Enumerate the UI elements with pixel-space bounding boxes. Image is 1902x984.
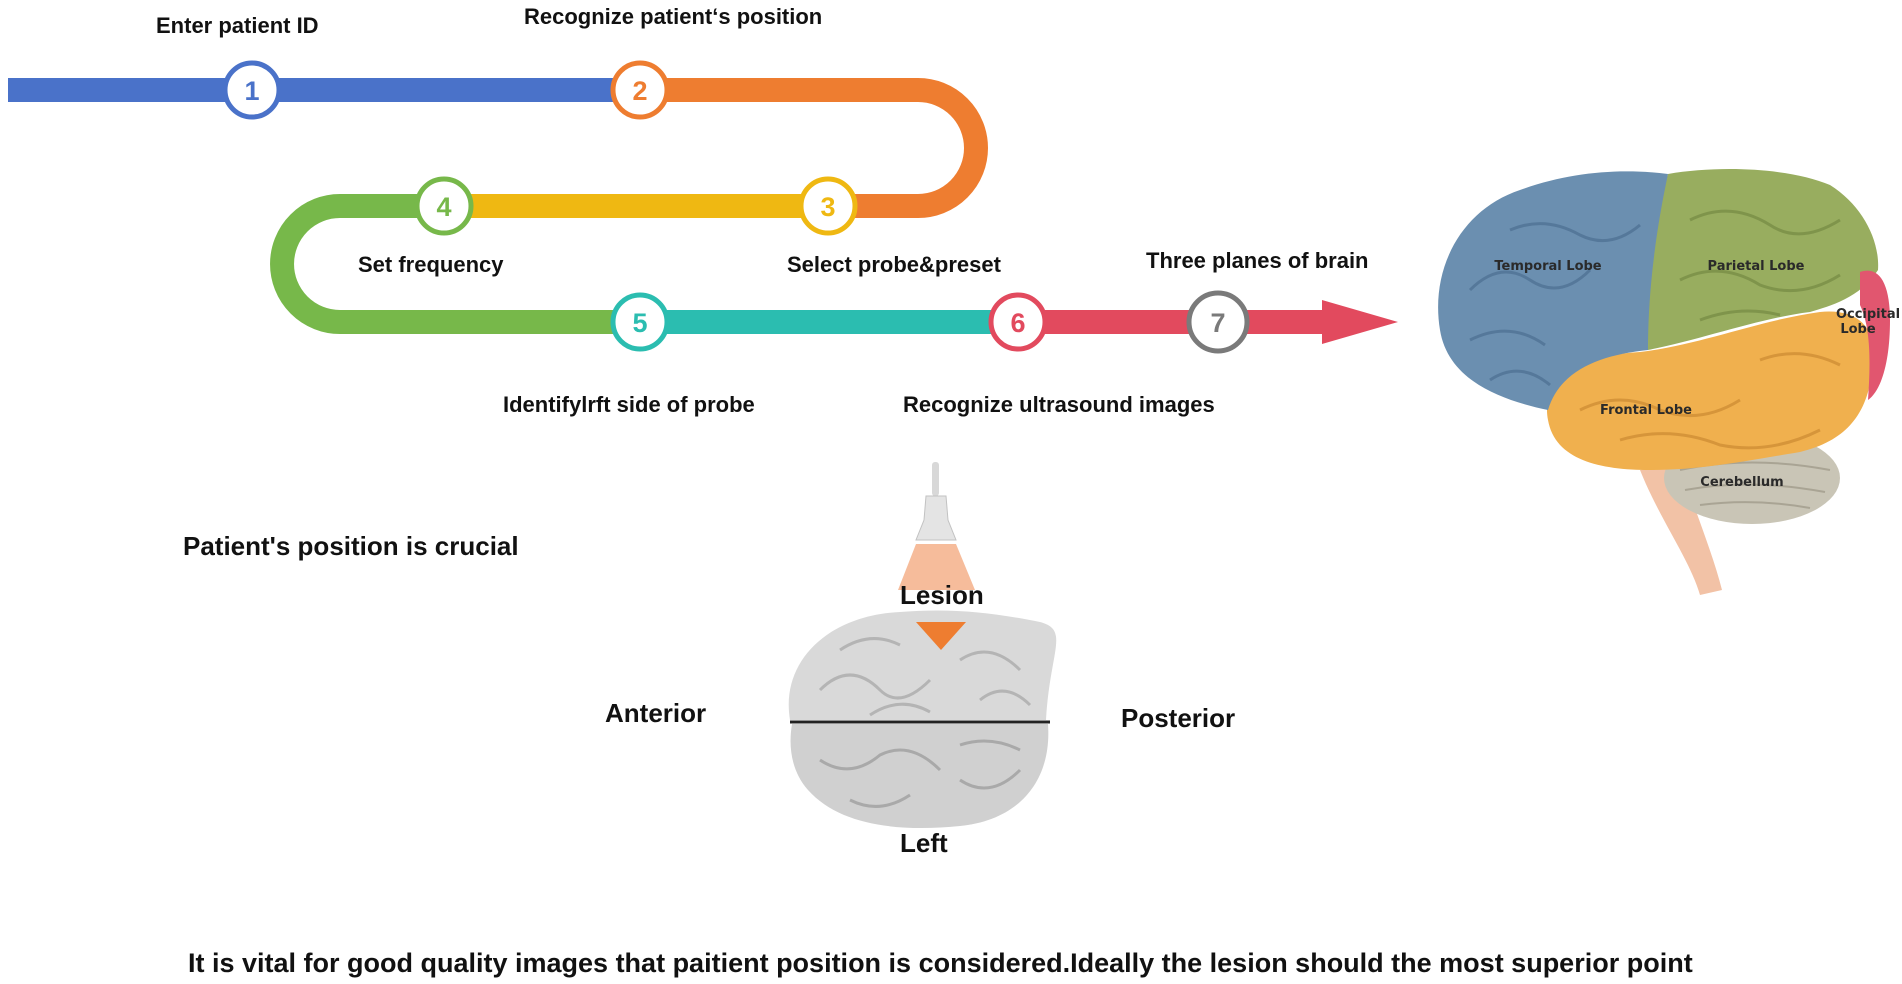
step-number: 3: [820, 192, 835, 222]
step-node-5: 5: [610, 292, 670, 352]
step-number: 6: [1010, 308, 1025, 338]
step-number: 2: [632, 76, 647, 106]
posterior-label: Posterior: [1121, 703, 1236, 733]
frontal-lobe: [1546, 311, 1874, 470]
bottom-caption: It is vital for good quality images that…: [188, 948, 1693, 978]
step-number: 1: [244, 76, 259, 106]
step-node-2: 2: [610, 60, 670, 120]
ultrasound-beam: [898, 544, 975, 590]
pathway-arrowhead: [1322, 300, 1398, 344]
top-view-brain-illustration: [788, 610, 1057, 829]
lesion-marker: [916, 622, 966, 650]
occipital-lobe: [1860, 270, 1890, 400]
step-number: 5: [632, 308, 647, 338]
cerebellum-label: Cerebellum: [1700, 475, 1783, 490]
step-node-6: 6: [988, 292, 1048, 352]
path-segment-2: [630, 78, 988, 218]
occipital-lobe-label-line1: Occipital: [1836, 307, 1900, 322]
path-segment-4: [270, 194, 640, 334]
step-node-1: 1: [222, 60, 282, 120]
step-label-2: Recognize patient‘s position: [524, 4, 823, 29]
step-number: 7: [1210, 308, 1225, 338]
lateral-brain-illustration: Temporal Lobe Parietal Lobe Occipital Lo…: [1438, 169, 1900, 595]
position-heading: Patient's position is crucial: [183, 531, 519, 561]
step-label-6: Recognize ultrasound images: [903, 392, 1215, 417]
occipital-lobe-label-line2: Lobe: [1840, 322, 1876, 337]
step-number: 4: [436, 192, 451, 222]
step-node-3: 3: [798, 176, 858, 236]
frontal-lobe-label: Frontal Lobe: [1600, 403, 1692, 418]
ultrasound-probe: [898, 462, 975, 590]
step-label-1: Enter patient ID: [156, 13, 319, 38]
step-label-3: Select probe&preset: [787, 252, 1001, 277]
temporal-lobe: [1438, 171, 1668, 410]
brain-lower-hemisphere: [790, 724, 1049, 829]
step-label-4: Set frequency: [358, 252, 504, 277]
step-label-7: Three planes of brain: [1146, 248, 1369, 273]
parietal-lobe-label: Parietal Lobe: [1708, 259, 1805, 274]
brain-stem: [1640, 462, 1722, 595]
lesion-label: Lesion: [900, 580, 984, 610]
temporal-lobe-label: Temporal Lobe: [1494, 259, 1601, 274]
anterior-label: Anterior: [605, 698, 707, 728]
step-node-4: 4: [414, 176, 474, 236]
step-label-5: Identifylrft side of probe: [503, 392, 755, 417]
step-node-7: 7: [1186, 290, 1250, 354]
left-label: Left: [900, 828, 948, 858]
